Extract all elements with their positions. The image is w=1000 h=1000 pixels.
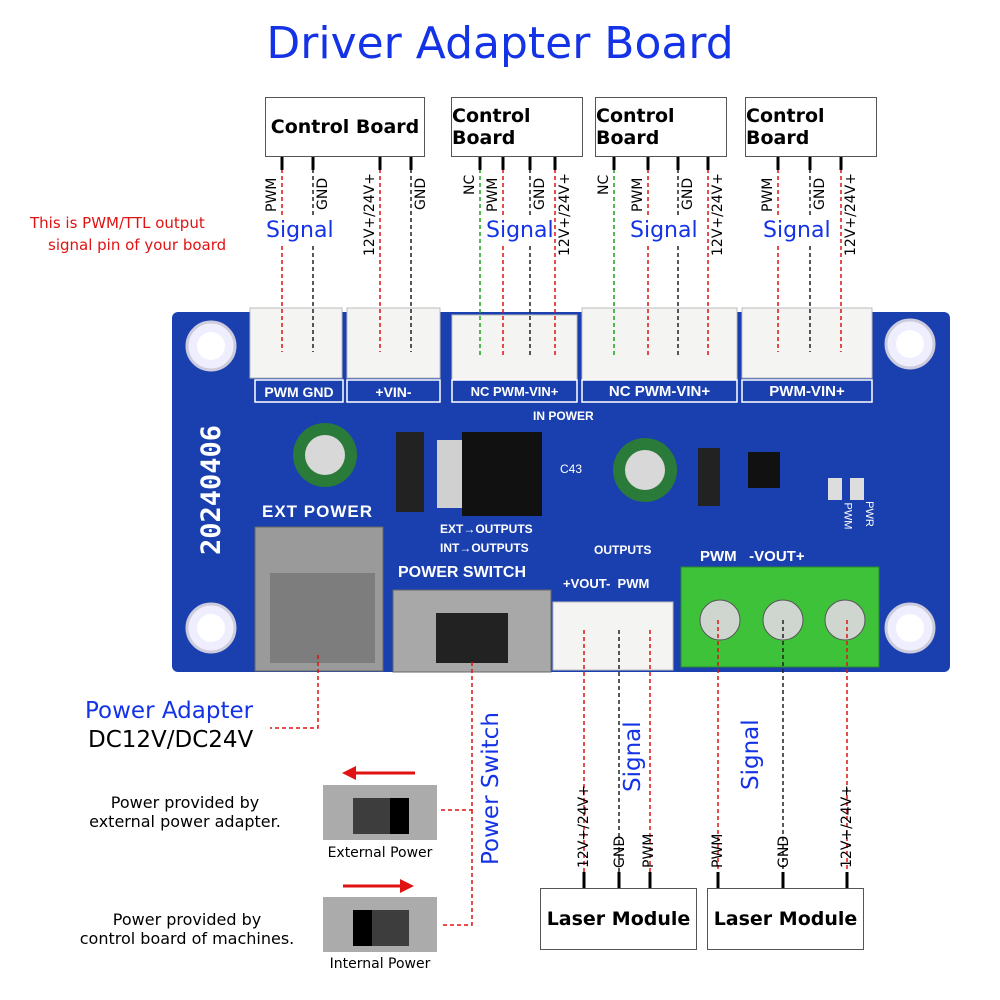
pwm-led-label: PWM: [841, 502, 854, 530]
power-switch-silk: POWER SWITCH: [398, 564, 526, 581]
internal-power-note: Power provided by control board of machi…: [62, 910, 312, 948]
signal-label: Signal: [738, 719, 764, 790]
pin-label: GND: [612, 835, 628, 868]
pin-label: GND: [413, 177, 429, 210]
vout-pwm-label: +VOUT- PWM: [563, 576, 650, 591]
pin-label: GND: [315, 177, 331, 210]
pin-label: PWM: [641, 833, 657, 868]
note-line: Power provided by: [112, 910, 262, 929]
note-line: Power provided by: [110, 793, 260, 812]
laser-module-1: Laser Module: [540, 888, 697, 950]
control-board-1: Control Board: [265, 97, 425, 157]
pin-label: 12V+/24V+: [557, 173, 573, 256]
ext-outputs-label: EXT→OUTPUTS: [440, 522, 533, 536]
cap-label: C43: [560, 462, 583, 476]
int-outputs-label: INT→OUTPUTS: [440, 541, 529, 555]
pin-label: PWM: [485, 177, 501, 212]
pin-label: 12V+/24V+: [710, 173, 726, 256]
pin-label: PWM: [760, 177, 776, 212]
signal-label: Signal: [486, 218, 554, 243]
pwm-vout-label: PWM -VOUT+: [700, 548, 805, 565]
pin-label: 12V+/24V+: [362, 173, 378, 256]
pin-label: PWM: [264, 177, 280, 212]
pin-label: GND: [776, 835, 792, 868]
pin-label: GND: [532, 177, 548, 210]
control-board-2: Control Board: [451, 97, 583, 157]
connector-label: PWM-VIN+: [769, 383, 845, 400]
top-connectors: [249, 307, 873, 403]
pwm-note-line: This is PWM/TTL output: [30, 214, 205, 232]
signal-label: Signal: [630, 218, 698, 243]
top-wires: [281, 155, 842, 355]
pin-label: GND: [812, 177, 828, 210]
connector-label: NC PWM-VIN+: [470, 384, 559, 399]
pin-label: PWM: [710, 833, 726, 868]
connector-label: +VIN-: [375, 384, 412, 400]
control-board-4: Control Board: [745, 97, 877, 157]
outputs-label: OUTPUTS: [594, 543, 652, 557]
switch-internal: [323, 879, 437, 952]
pin-label: GND: [680, 177, 696, 210]
control-board-3: Control Board: [595, 97, 727, 157]
power-adapter-voltage: DC12V/DC24V: [88, 727, 254, 753]
external-power-note: Power provided by external power adapter…: [70, 793, 300, 831]
connector-label: PWM GND: [264, 384, 334, 400]
external-power-caption: External Power: [327, 845, 433, 861]
page-title: Driver Adapter Board: [266, 18, 734, 69]
pin-label: 12V+/24V+: [576, 785, 592, 868]
signal-label: Signal: [620, 721, 646, 792]
note-line: control board of machines.: [79, 929, 295, 948]
laser-module-2: Laser Module: [707, 888, 864, 950]
pwr-led-label: PWR: [862, 501, 875, 527]
date-code: 20240406: [196, 424, 227, 555]
signal-label: Signal: [266, 218, 334, 243]
note-line: external power adapter.: [89, 812, 281, 831]
connector-label: NC PWM-VIN+: [608, 383, 711, 400]
in-power-label: IN POWER: [533, 409, 594, 423]
pin-label: NC: [462, 174, 478, 195]
power-switch-label: Power Switch: [478, 712, 504, 865]
signal-label: Signal: [763, 218, 831, 243]
pwm-note-line: signal pin of your board: [48, 236, 227, 254]
switch-external: [323, 766, 437, 840]
internal-power-caption: Internal Power: [329, 956, 431, 972]
pin-label: 12V+/24V+: [839, 785, 855, 868]
pin-label: NC: [596, 174, 612, 195]
bottom-wires: [270, 620, 848, 926]
pin-label: 12V+/24V+: [843, 173, 859, 256]
power-adapter-label: Power Adapter: [85, 698, 254, 724]
pwm-note: This is PWM/TTL output signal pin of you…: [30, 212, 260, 256]
ext-power-label: EXT POWER: [262, 502, 374, 521]
pin-label: PWM: [630, 177, 646, 212]
